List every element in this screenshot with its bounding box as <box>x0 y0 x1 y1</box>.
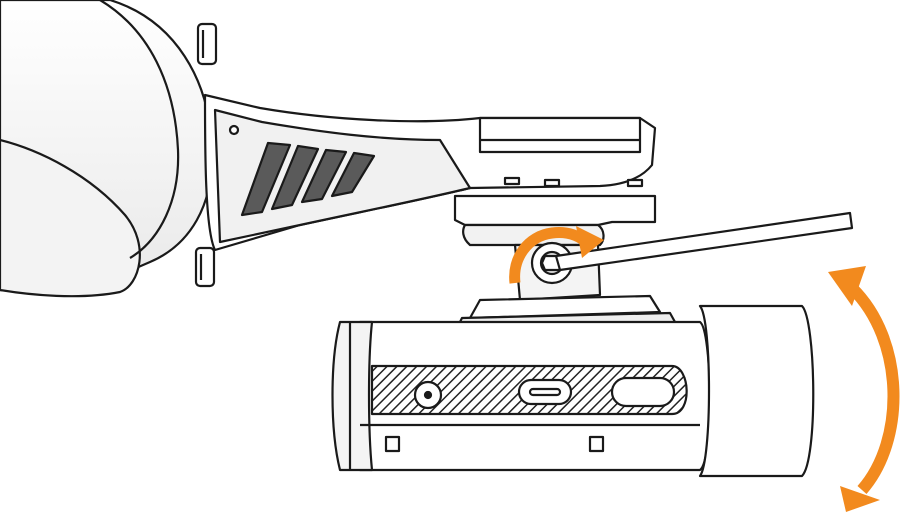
clamp-bolt-bottom <box>194 246 216 288</box>
power-button-icon <box>413 380 443 410</box>
hex-key <box>554 211 854 272</box>
camera-light <box>331 304 815 478</box>
usb-c-port-icon <box>517 378 573 406</box>
vent-slot <box>610 376 676 408</box>
mount-arm <box>203 93 657 252</box>
handlebar-clamp <box>0 0 218 298</box>
rotate-arrow-icon <box>509 226 604 284</box>
clamp-bolt-top <box>196 22 218 66</box>
tilt-double-arrow-icon <box>828 266 900 512</box>
arm-grip-slots <box>240 141 376 217</box>
